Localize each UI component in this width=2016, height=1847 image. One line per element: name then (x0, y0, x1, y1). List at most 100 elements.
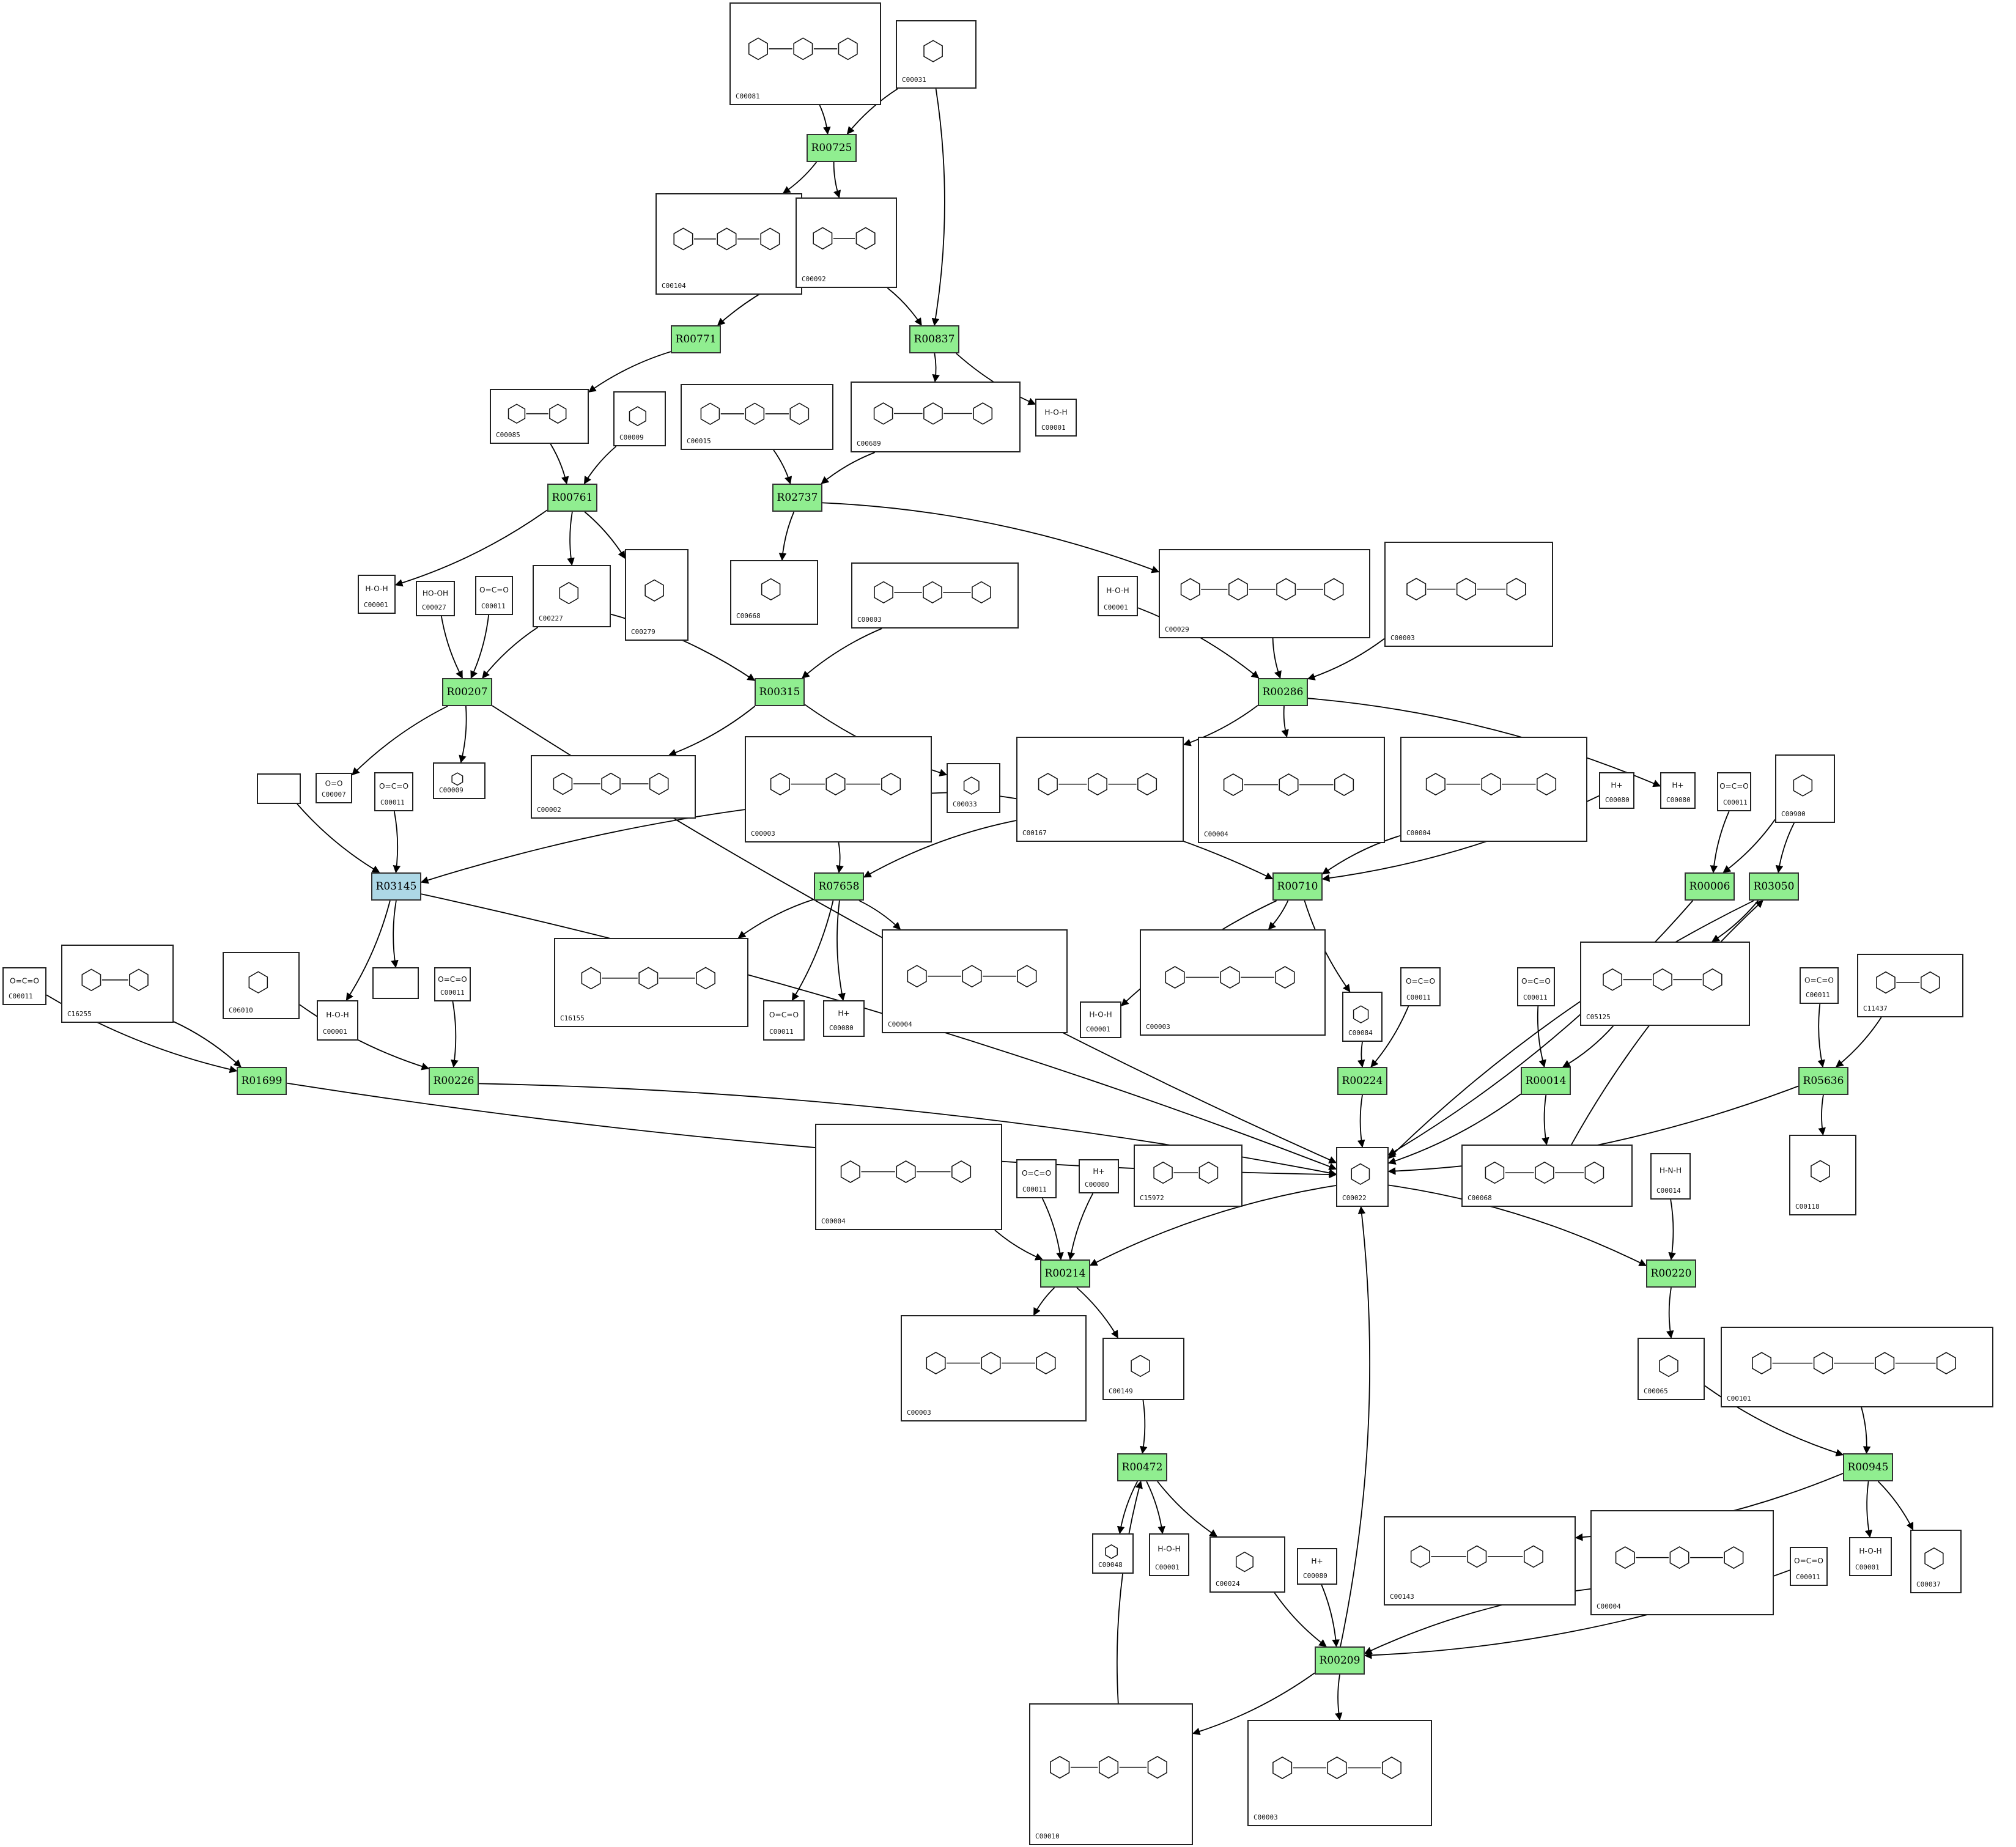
reaction-r00220-button[interactable]: R00220 (1646, 1259, 1696, 1288)
reaction-r00725-button[interactable]: R00725 (807, 134, 857, 162)
compound-c00143-box[interactable]: C00143 (1384, 1516, 1576, 1606)
compound-c00004-box[interactable]: C00004 (1400, 737, 1587, 842)
compound-c00010-box[interactable]: C00010 (1029, 1703, 1193, 1845)
compound-c00085-box[interactable]: C00085 (490, 389, 589, 444)
compound-c11437-box[interactable]: C11437 (1857, 954, 1963, 1017)
compound-c00279-box[interactable]: C00279 (625, 549, 689, 641)
reaction-r00710-button[interactable]: R00710 (1272, 872, 1323, 901)
compound-c00167-box[interactable]: C00167 (1016, 737, 1184, 842)
compound-c16255-box[interactable]: C16255 (61, 945, 174, 1023)
reaction-r00771-button[interactable]: R00771 (671, 325, 721, 353)
compound-c00024-box[interactable]: C00024 (1209, 1536, 1285, 1593)
compound-c00031-box[interactable]: C00031 (896, 20, 977, 89)
compound-c00068-box[interactable]: C00068 (1461, 1145, 1633, 1207)
compound-c00022-box[interactable]: C00022 (1336, 1147, 1389, 1207)
reaction-r00945-button[interactable]: R00945 (1843, 1453, 1893, 1481)
compound-c00002-box[interactable]: C00002 (531, 755, 696, 819)
reaction-r00226-button[interactable]: R00226 (429, 1067, 479, 1095)
compound-c00080-box[interactable]: H+C00080 (823, 1000, 865, 1037)
compound-c00037-box[interactable]: C00037 (1910, 1530, 1962, 1593)
reaction-r00224-button[interactable]: R00224 (1337, 1067, 1387, 1095)
compound-c05125-box[interactable]: C05125 (1580, 942, 1750, 1026)
reaction-r03050-button[interactable]: R03050 (1749, 872, 1799, 901)
reaction-r03145-button[interactable]: R03145 (371, 872, 421, 901)
compound-c00009-box[interactable]: C00009 (613, 391, 666, 446)
compound-c00004-box[interactable]: C00004 (1590, 1510, 1774, 1615)
compound-c00003-box[interactable]: C00003 (901, 1315, 1087, 1421)
compound-c00149-box[interactable]: C00149 (1102, 1338, 1184, 1400)
compound-c00003-box[interactable]: C00003 (1140, 929, 1326, 1036)
compound-empty-box[interactable] (257, 773, 301, 804)
compound-c00084-box[interactable]: C00084 (1342, 992, 1383, 1042)
reaction-r00214-button[interactable]: R00214 (1040, 1259, 1090, 1288)
reaction-r05636-button[interactable]: R05636 (1798, 1067, 1848, 1095)
reaction-r00207-button[interactable]: R00207 (442, 678, 492, 706)
reaction-r07658-button[interactable]: R07658 (814, 872, 864, 901)
compound-c00900-box[interactable]: C00900 (1775, 754, 1835, 823)
reaction-r01699-button[interactable]: R01699 (237, 1067, 287, 1095)
reaction-r00472-button[interactable]: R00472 (1117, 1453, 1167, 1481)
compound-c00009-box[interactable]: C00009 (433, 762, 486, 799)
reaction-r00014-button[interactable]: R00014 (1521, 1067, 1571, 1095)
edge-r03145-to-blank2 (391, 900, 399, 968)
reaction-r00006-button[interactable]: R00006 (1685, 872, 1735, 901)
compound-c00101-box[interactable]: C00101 (1721, 1327, 1993, 1407)
compound-c00080-box[interactable]: H+C00080 (1599, 772, 1634, 809)
reaction-r00209-button[interactable]: R00209 (1315, 1646, 1365, 1675)
reaction-r00837-button[interactable]: R00837 (909, 325, 959, 353)
compound-c00003-box[interactable]: C00003 (745, 736, 932, 842)
compound-c06010-box[interactable]: C06010 (223, 952, 300, 1019)
compound-c00080-box[interactable]: H+C00080 (1660, 772, 1696, 809)
compound-c00003-box[interactable]: C00003 (1384, 542, 1553, 647)
compound-c00004-box[interactable]: C00004 (882, 929, 1068, 1033)
edge-r07658-to-c16155 (737, 899, 814, 938)
compound-c00080-box[interactable]: H+C00080 (1079, 1159, 1119, 1193)
compound-empty-box[interactable] (372, 967, 419, 999)
compound-c00092-box[interactable]: C00092 (796, 197, 897, 288)
compound-id-label: C00011 (1022, 1185, 1047, 1193)
compound-c00080-box[interactable]: H+C00080 (1297, 1548, 1337, 1585)
compound-c16155-box[interactable]: C16155 (554, 938, 748, 1027)
reaction-r00761-button[interactable]: R00761 (547, 484, 597, 512)
compound-c00004-box[interactable]: C00004 (815, 1124, 1002, 1230)
reaction-r00286-button[interactable]: R00286 (1258, 678, 1308, 706)
compound-c00227-box[interactable]: C00227 (533, 565, 611, 627)
compound-c00065-box[interactable]: C00065 (1638, 1338, 1705, 1400)
compound-c00003-box[interactable]: C00003 (851, 562, 1019, 629)
compound-c00003-box[interactable]: C00003 (1247, 1720, 1432, 1826)
compound-c00081-box[interactable]: C00081 (729, 2, 881, 105)
reaction-r00315-button[interactable]: R00315 (755, 678, 805, 706)
compound-c00668-box[interactable]: C00668 (730, 560, 818, 625)
compound-c15972-box[interactable]: C15972 (1134, 1145, 1242, 1207)
compound-c00015-box[interactable]: C00015 (681, 384, 833, 450)
compound-c00029-box[interactable]: C00029 (1159, 549, 1370, 638)
compound-c00104-box[interactable]: C00104 (655, 193, 802, 295)
compound-c00689-box[interactable]: C00689 (851, 382, 1021, 452)
compound-c00048-box[interactable]: C00048 (1092, 1533, 1134, 1574)
compound-c00118-box[interactable]: C00118 (1789, 1135, 1856, 1215)
compound-c00033-box[interactable]: C00033 (947, 763, 1000, 813)
reaction-r02737-button[interactable]: R02737 (772, 484, 822, 512)
compound-c00004-box[interactable]: C00004 (1198, 737, 1385, 843)
